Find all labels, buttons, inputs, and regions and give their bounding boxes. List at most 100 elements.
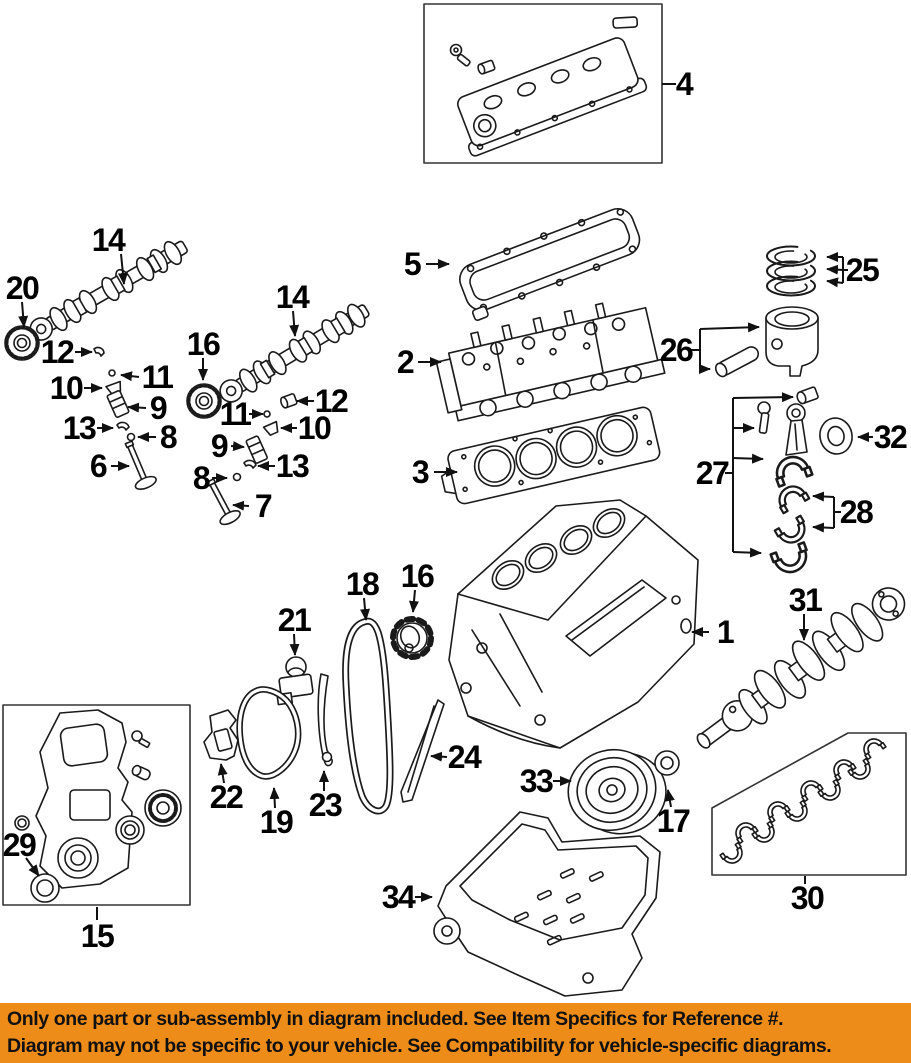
callout-line-18 bbox=[360, 597, 370, 621]
callout-line-9 bbox=[127, 402, 147, 413]
part-number-32: 32 bbox=[874, 419, 907, 455]
part-number-12: 12 bbox=[315, 383, 348, 419]
head-gasket-art bbox=[440, 406, 661, 505]
main-bearings-30-art bbox=[719, 733, 887, 869]
piston-rings-25-art bbox=[766, 245, 816, 297]
valve-7-art bbox=[206, 478, 241, 526]
callout-line-14 bbox=[289, 310, 300, 337]
disclaimer-line-2: Diagram may not be specific to your vehi… bbox=[7, 1035, 832, 1057]
callout-line-24 bbox=[430, 751, 448, 762]
callout-line-28 bbox=[812, 522, 835, 533]
callout-line-27 bbox=[732, 392, 794, 403]
oil-pan-art bbox=[433, 811, 661, 997]
camshaft-sprocket-16-art bbox=[186, 383, 222, 419]
valve-train-left-art bbox=[93, 346, 157, 491]
callout-line-25 bbox=[826, 264, 844, 275]
part-number-25: 25 bbox=[846, 252, 879, 288]
bushing-32-art bbox=[819, 417, 853, 455]
part-number-3: 3 bbox=[412, 454, 429, 490]
part-number-24: 24 bbox=[448, 739, 482, 775]
callout-line-27 bbox=[732, 453, 764, 464]
part-number-1: 1 bbox=[717, 614, 734, 650]
callout-line-27 bbox=[732, 547, 762, 558]
part-number-34: 34 bbox=[382, 879, 416, 915]
disclaimer-banner: Only one part or sub-assembly in diagram… bbox=[0, 1003, 911, 1063]
valve-6-art bbox=[124, 440, 157, 491]
part-number-14: 14 bbox=[276, 279, 310, 315]
valve-cover-art bbox=[449, 16, 648, 157]
callout-line-26 bbox=[699, 322, 760, 333]
connecting-rod-27-art bbox=[757, 386, 819, 579]
valve-cover-gasket-art bbox=[459, 208, 641, 321]
part-number-20: 20 bbox=[6, 270, 39, 306]
spacer-icon bbox=[477, 59, 496, 75]
callout-line-22 bbox=[217, 763, 228, 784]
part-number-11: 11 bbox=[220, 396, 252, 432]
callout-leader-lines bbox=[18, 83, 873, 920]
callout-line-28 bbox=[812, 491, 835, 502]
part-number-4: 4 bbox=[676, 66, 694, 102]
part-number-14: 14 bbox=[92, 222, 126, 258]
rod-bearings-28-art bbox=[772, 479, 812, 550]
timing-chain-19-art bbox=[236, 686, 302, 780]
crank-sprocket-16-art bbox=[390, 616, 434, 660]
part-number-18: 18 bbox=[346, 566, 379, 602]
part-number-2: 2 bbox=[397, 344, 414, 380]
part-number-11: 11 bbox=[142, 359, 174, 395]
part-number-5: 5 bbox=[404, 246, 421, 282]
chain-guide-23-art bbox=[317, 673, 333, 767]
piston-pin-26-art bbox=[714, 346, 760, 378]
part-number-30: 30 bbox=[791, 880, 824, 916]
part-number-10: 10 bbox=[50, 370, 83, 406]
part-number-23: 23 bbox=[309, 787, 342, 823]
callout-line-9 bbox=[230, 441, 245, 452]
part-number-13: 13 bbox=[63, 410, 96, 446]
part-number-7: 7 bbox=[255, 488, 272, 524]
chain-guide-24-art bbox=[400, 699, 445, 803]
valve-train-right-art bbox=[206, 393, 298, 526]
part-number-16: 16 bbox=[401, 558, 434, 594]
bolt-icon bbox=[449, 43, 471, 67]
callout-line-21 bbox=[289, 633, 300, 656]
crank-seal-29-art bbox=[30, 873, 60, 903]
part-number-31: 31 bbox=[789, 582, 822, 618]
callout-line-19 bbox=[269, 787, 280, 809]
crank-pulley-33-art bbox=[567, 748, 667, 835]
part-number-17: 17 bbox=[657, 803, 690, 839]
callout-line-14 bbox=[117, 253, 128, 285]
part-number-33: 33 bbox=[520, 763, 553, 799]
callout-line-16 bbox=[409, 589, 419, 613]
callout-line-11 bbox=[120, 371, 140, 382]
part-number-6: 6 bbox=[90, 448, 107, 484]
callout-line-29 bbox=[25, 857, 40, 877]
camshaft-exhaust-art bbox=[219, 303, 370, 403]
engine-block-art bbox=[448, 499, 699, 749]
cylinder-head-art bbox=[435, 302, 666, 422]
crankshaft-31-art bbox=[696, 587, 906, 749]
part-number-19: 19 bbox=[260, 804, 293, 840]
piston-26-art bbox=[765, 306, 819, 377]
part-number-8: 8 bbox=[160, 419, 177, 455]
part-number-12: 12 bbox=[41, 334, 74, 370]
callout-line-20 bbox=[18, 301, 29, 328]
part-number-28: 28 bbox=[840, 494, 873, 530]
part-number-13: 13 bbox=[276, 448, 309, 484]
oil-seal-17-art bbox=[654, 750, 680, 776]
timing-cover-art bbox=[14, 709, 182, 903]
callout-line-25 bbox=[826, 277, 844, 288]
group-box-main-bearings bbox=[711, 732, 907, 876]
part-number-16: 16 bbox=[187, 326, 220, 362]
part-number-10: 10 bbox=[298, 410, 331, 446]
group-box-timing-cover bbox=[2, 704, 191, 906]
part-number-27: 27 bbox=[696, 455, 729, 491]
tensioner-arm-22-art bbox=[203, 709, 239, 761]
callout-line-17 bbox=[664, 789, 675, 808]
part-number-9: 9 bbox=[150, 390, 167, 426]
callout-line-7 bbox=[232, 500, 250, 511]
camshaft-sprocket-20-art bbox=[4, 325, 40, 361]
disclaimer-line-1: Only one part or sub-assembly in diagram… bbox=[7, 1008, 784, 1030]
part-number-22: 22 bbox=[210, 779, 243, 815]
part-number-26: 26 bbox=[660, 332, 693, 368]
